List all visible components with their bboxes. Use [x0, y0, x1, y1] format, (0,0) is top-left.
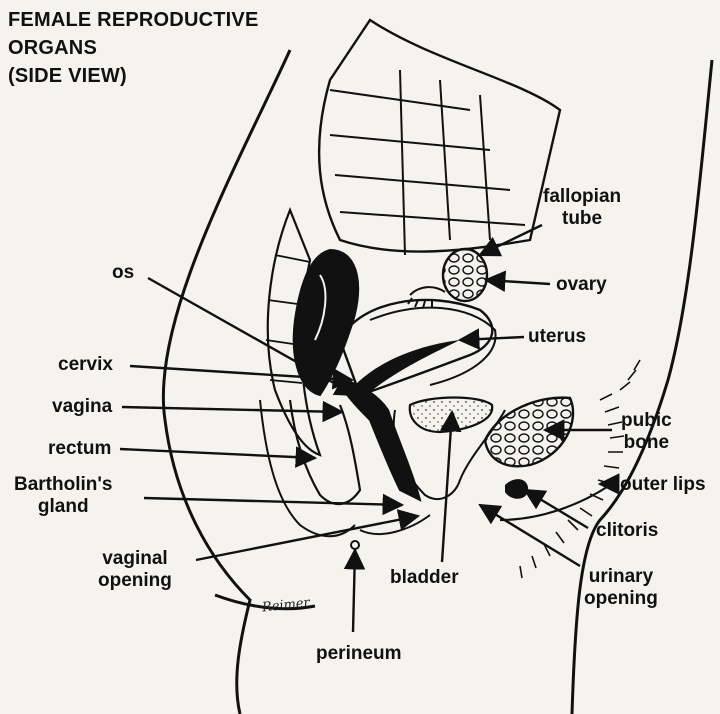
arrow-bartholins — [144, 498, 402, 505]
pubic-hair — [520, 360, 640, 578]
arrow-vaginal-opening — [196, 516, 418, 560]
arrow-vagina — [122, 407, 342, 412]
label-outer-lips: outer lips — [620, 474, 706, 496]
arrow-perineum — [353, 550, 355, 632]
vertebrae — [330, 70, 525, 255]
label-cervix: cervix — [58, 354, 113, 376]
vagina-shape — [340, 380, 420, 500]
label-rectum: rectum — [48, 438, 111, 460]
ovary-shape — [443, 249, 487, 301]
arrow-rectum — [120, 449, 315, 458]
uterine-cavity — [355, 340, 460, 392]
label-uterus: uterus — [528, 326, 586, 348]
clitoris-shape — [505, 479, 528, 499]
fallopian-tube-shape — [408, 287, 445, 308]
label-pubic-bone: pubic bone — [621, 410, 672, 454]
diagram-title: FEMALE REPRODUCTIVE ORGANS (SIDE VIEW) — [8, 6, 258, 90]
arrow-bladder — [442, 412, 452, 562]
label-perineum: perineum — [316, 643, 402, 665]
arrow-uterus — [460, 337, 524, 340]
label-bladder: bladder — [390, 567, 459, 589]
label-fallopian-tube: fallopian tube — [543, 186, 621, 230]
label-urinary-opening: urinary opening — [584, 566, 658, 610]
pubic-bone-shape — [485, 398, 573, 467]
label-ovary: ovary — [556, 274, 607, 296]
label-clitoris: clitoris — [596, 520, 658, 542]
arrow-ovary — [486, 280, 550, 284]
arrow-clitoris — [525, 490, 588, 528]
title-line-1: FEMALE REPRODUCTIVE — [8, 6, 258, 34]
lower-rectum — [290, 400, 360, 504]
label-os: os — [112, 262, 134, 284]
title-line-3: (SIDE VIEW) — [8, 62, 258, 90]
rectum-shape — [294, 250, 358, 395]
title-line-2: ORGANS — [8, 34, 258, 62]
label-vagina: vagina — [52, 396, 112, 418]
label-vaginal-opening: vaginal opening — [98, 548, 172, 592]
spine-outline — [319, 20, 560, 252]
abdomen-outline — [572, 60, 712, 714]
label-bartholins-gland: Bartholin's gland — [14, 474, 112, 518]
